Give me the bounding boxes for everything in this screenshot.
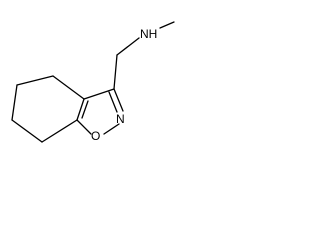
atom-label-o: O xyxy=(91,129,100,143)
bond-c7a-c3a xyxy=(76,98,85,121)
bond-nh-ch2 xyxy=(116,37,140,56)
atom-label-nh: NH xyxy=(140,27,157,41)
bond-c5-c6 xyxy=(11,84,18,121)
atom-label-n: N xyxy=(116,112,125,126)
bond-c3-n-double xyxy=(108,91,118,113)
bond-c3-n xyxy=(113,88,124,112)
molecule-structure: NH N O xyxy=(11,21,175,143)
bond-c6-c7 xyxy=(11,119,43,143)
bond-c3a-c3 xyxy=(83,88,115,100)
bond-methyl-nh xyxy=(159,21,175,29)
bond-ch2-c3 xyxy=(113,54,118,90)
bond-c3a-c4 xyxy=(52,75,85,100)
bond-n-o xyxy=(103,123,120,135)
bond-o-c7a xyxy=(76,119,92,135)
bonds xyxy=(11,21,175,143)
bond-c4-c5 xyxy=(16,75,54,86)
bond-c7a-c3a-double xyxy=(81,100,89,119)
bond-c7-c7a xyxy=(41,119,78,143)
atom-labels: NH N O xyxy=(91,27,157,143)
